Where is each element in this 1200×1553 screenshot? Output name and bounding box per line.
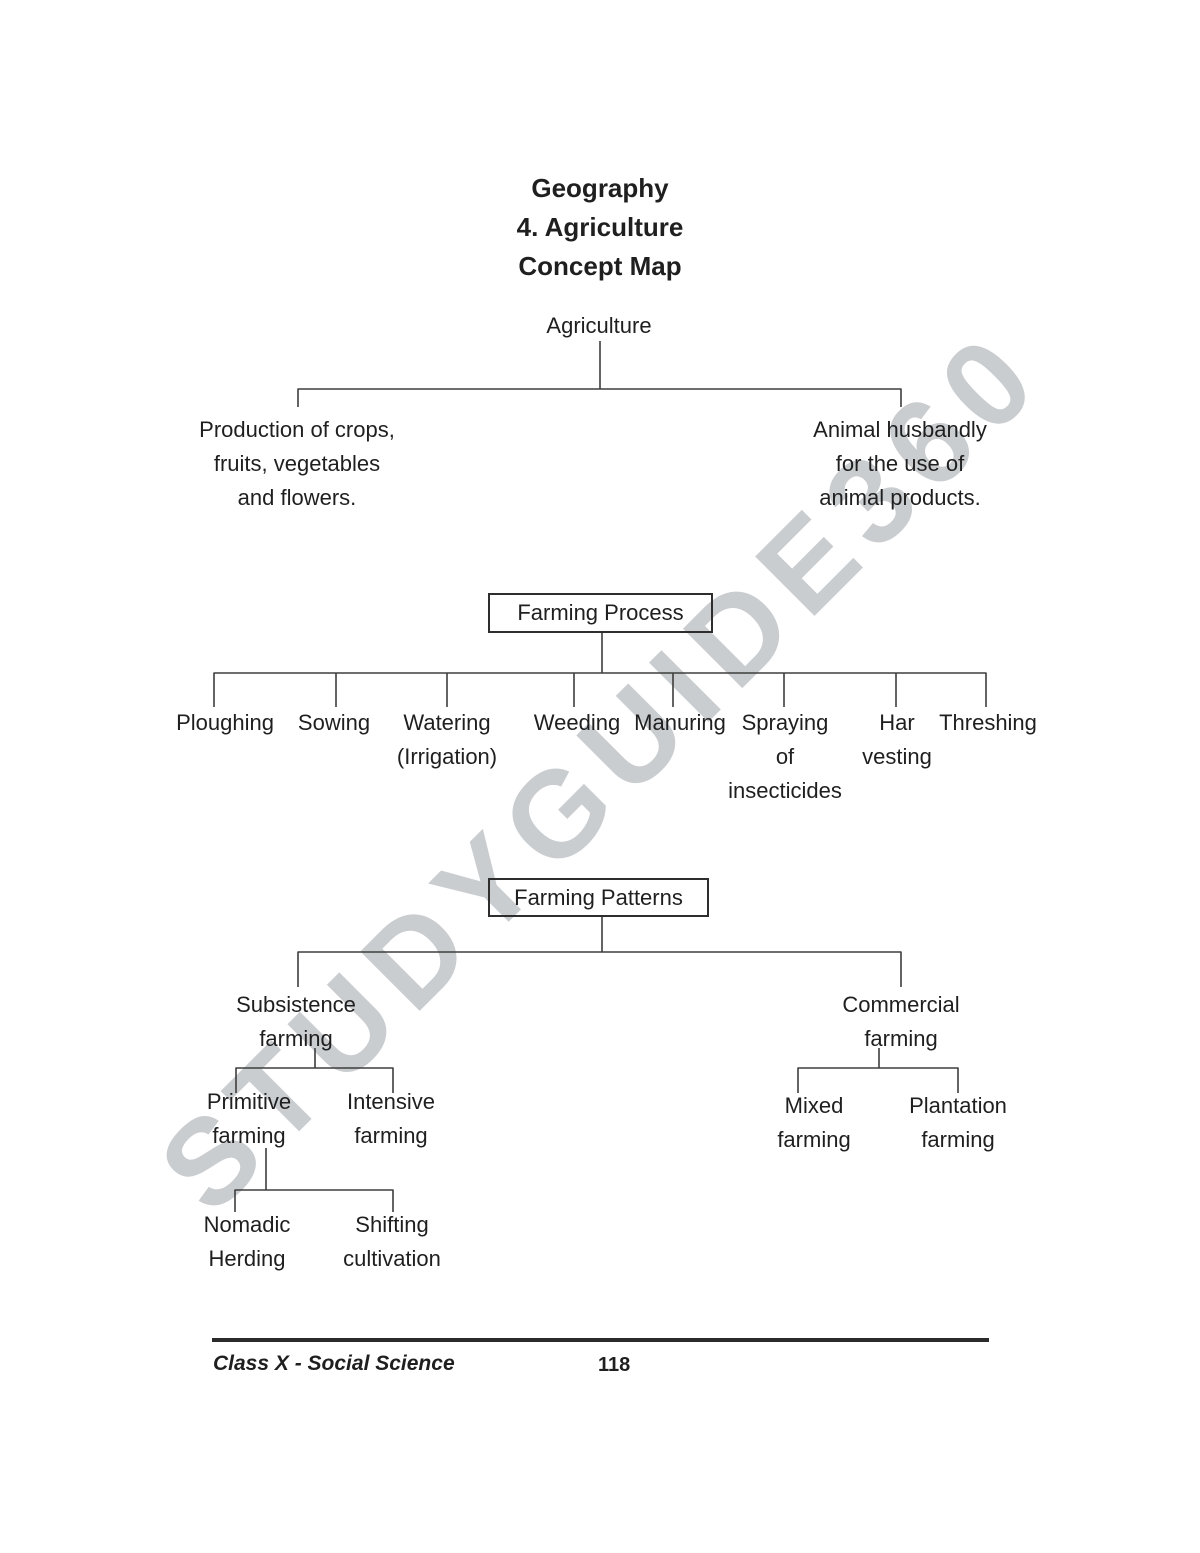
farming-patterns-box: Farming Patterns: [488, 878, 709, 917]
node-commercial-farming: Commercial farming: [842, 992, 960, 1051]
subsistence-connector-line: [235, 1048, 394, 1093]
node-agriculture: Agriculture: [546, 313, 652, 338]
title-map-type: Concept Map: [518, 251, 682, 281]
node-spraying-insecticides: Spraying of insecticides: [728, 710, 842, 803]
farming-process-box: Farming Process: [488, 593, 713, 633]
node-nomadic-herding: Nomadic Herding: [203, 1212, 291, 1271]
node-production-of-crops: Production of crops, fruits, vegetables …: [199, 417, 395, 510]
node-subsistence-farming: Subsistence farming: [236, 992, 356, 1051]
title-subject: Geography: [531, 173, 669, 203]
node-intensive-farming: Intensive farming: [346, 1089, 436, 1148]
node-sowing: Sowing: [297, 710, 371, 735]
node-plantation-farming: Plantation farming: [909, 1093, 1007, 1152]
node-animal-husbandry: Animal husbandly for the use of animal p…: [813, 417, 987, 510]
primitive-connector-line: [234, 1148, 394, 1212]
node-mixed-farming: Mixed farming: [777, 1093, 851, 1152]
farming-patterns-connector-line: [297, 917, 902, 987]
node-shifting-cultivation: Shifting cultivation: [343, 1212, 441, 1271]
node-manuring: Manuring: [634, 710, 726, 735]
title-chapter: 4. Agriculture: [516, 212, 684, 242]
commercial-connector-line: [797, 1048, 959, 1093]
footer-page-number: 118: [598, 1354, 631, 1376]
footer-rule: [212, 1338, 989, 1342]
node-harvesting: Har vesting: [862, 710, 932, 769]
node-watering-irrigation: Watering (Irrigation): [396, 710, 498, 769]
farming-process-connector-line: [213, 633, 987, 707]
node-weeding: Weeding: [533, 710, 621, 735]
node-primitive-farming: Primitive farming: [206, 1089, 292, 1148]
page-title: Geography 4. Agriculture Concept Map: [517, 169, 684, 286]
root-connector-line: [297, 341, 902, 407]
footer-course-label: Class X - Social Science: [213, 1352, 455, 1375]
node-ploughing: Ploughing: [176, 710, 274, 735]
node-threshing: Threshing: [939, 710, 1037, 735]
